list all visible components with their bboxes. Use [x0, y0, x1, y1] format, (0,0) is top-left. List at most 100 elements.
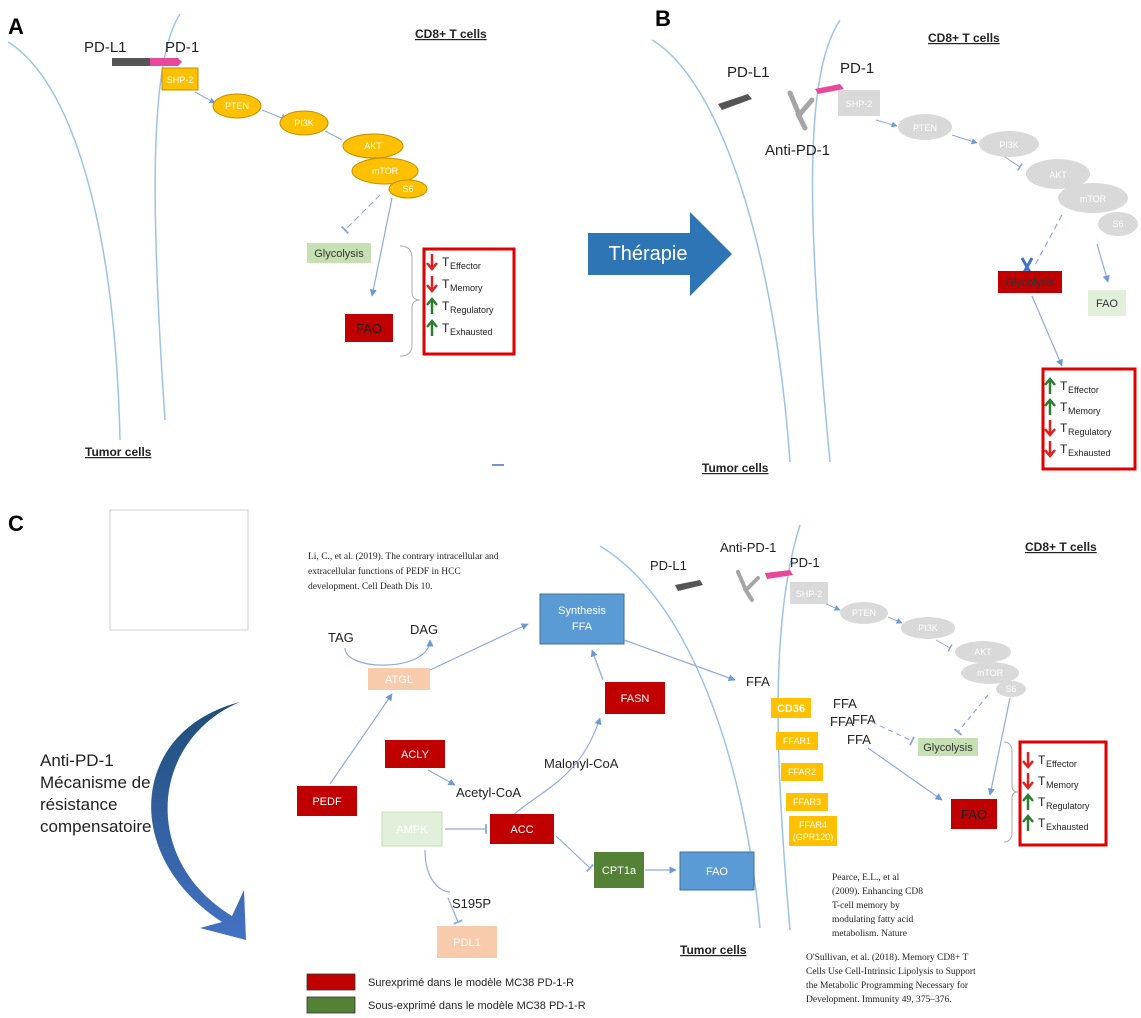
down-arrow-icon: [426, 254, 438, 271]
inhibition-pdl1: [447, 897, 463, 925]
node-akt-c: [955, 641, 1011, 663]
antibody-label-c: Anti-PD-1: [720, 540, 776, 555]
acc-box: [490, 814, 554, 844]
outcome-box-b: [1041, 367, 1137, 471]
fasn-box: [605, 682, 665, 714]
header-tumor-a: Tumor cells: [85, 445, 152, 459]
node-mtor-c-label: mTOR: [977, 668, 1004, 678]
arrow-atgl-synthesis: [429, 623, 529, 671]
up-arrow-icon: [426, 297, 438, 314]
arrow-synthesis-ffa: [623, 639, 736, 682]
arrow-to-fao: [369, 197, 393, 297]
up-arrow-icon: [1022, 814, 1034, 831]
node-s6-b-label: S6: [1112, 219, 1123, 229]
curved-arrow-icon: [151, 702, 246, 940]
outcome-subscript: Memory: [1068, 406, 1101, 416]
ffa-to-fao: [867, 747, 943, 801]
ffa-label-1: FFA: [833, 696, 857, 711]
panel-b: B CD8+ T cells Tumor cells PD-L1 PD-1 An…: [492, 6, 1138, 475]
ffar4-label: FFAR4: [799, 820, 827, 830]
ffar4-sub-label: (GPR120): [793, 832, 834, 842]
node-akt-b: [1026, 159, 1090, 189]
down-arrow-icon: [1022, 752, 1034, 769]
pedf-label: PEDF: [312, 796, 342, 808]
node-pi3k-c-label: PI3K: [918, 623, 938, 633]
outcome-t-label: T: [1038, 795, 1046, 809]
ffar2-box: [781, 763, 823, 781]
ref-osullivan-line3: the Metabolic Programming Necessary for: [806, 980, 969, 991]
pd1-label-a: PD-1: [165, 39, 199, 56]
tcell-membrane: [811, 19, 841, 463]
node-pi3k-b-label: PI3K: [999, 140, 1019, 150]
ref-pearce-line4: modulating fatty acid: [832, 914, 914, 925]
side-label-line3: résistance: [40, 795, 117, 814]
fasn-label: FASN: [621, 693, 650, 705]
node-s6-b: [1098, 212, 1138, 236]
ref-li-line2: extracellular functions of PEDF in HCC: [308, 566, 461, 577]
up-arrow-icon: [1044, 398, 1056, 415]
panel-letter-a: A: [8, 14, 24, 39]
node-pten-b: [898, 114, 952, 140]
pd1-receptor-icon: [815, 84, 844, 94]
down-arrow-icon: [1022, 773, 1034, 790]
ffar1-label: FFAR1: [783, 736, 811, 746]
outcome-subscript: Effector: [1046, 759, 1077, 769]
node-mtor-b-label: mTOR: [1080, 194, 1107, 204]
ref-li-line3: development. Cell Death Dis 10.: [308, 582, 433, 592]
side-label-line2: Mécanisme de: [40, 773, 151, 792]
pdl1-box-label: PDL1: [453, 937, 481, 949]
legend-label-under: Sous-exprimé dans le modèle MC38 PD-1-R: [368, 1000, 586, 1012]
inhibition: [261, 109, 285, 123]
cpt1a-label: CPT1a: [602, 865, 637, 877]
node-s6-a: [388, 179, 428, 199]
inhibition-acc-cpt1a: [555, 835, 594, 873]
ffar3-label: FFAR3: [793, 797, 821, 807]
header-cd8-c: CD8+ T cells: [1025, 540, 1097, 554]
header-cd8-b: CD8+ T cells: [928, 31, 1000, 45]
cd36-label: CD36: [777, 703, 805, 715]
antibody-icon-b: [787, 90, 815, 131]
glycolysis-label-c: Glycolysis: [923, 742, 973, 754]
arrow: [875, 119, 898, 128]
outcome-subscript: Regulatory: [450, 305, 494, 315]
dag-label: DAG: [410, 622, 438, 637]
ref-li-line1: Li, C., et al. (2019). The contrary intr…: [308, 551, 499, 562]
blank-frame: [109, 509, 249, 631]
node-shp2-a: [161, 67, 199, 91]
fao-label-c: FAO: [961, 807, 987, 822]
outcome-t-label: T: [1060, 400, 1068, 414]
arrow-to-outcomes: [1031, 295, 1063, 367]
legend-swatch-over: [306, 973, 356, 991]
up-arrow-icon: [1022, 793, 1034, 810]
pdl1-receptor-icon: [112, 58, 154, 66]
node-s6-a-label: S6: [402, 184, 413, 194]
malonyl-label: Malonyl-CoA: [544, 756, 619, 771]
acc-label: ACC: [510, 824, 533, 836]
inhibition: [935, 639, 953, 652]
node-pten-b-label: PTEN: [913, 123, 937, 133]
node-pten-c-label: PTEN: [852, 608, 876, 618]
down-arrow-icon: [426, 276, 438, 293]
outcome-subscript: Memory: [1046, 780, 1079, 790]
pdl1-receptor-icon: [718, 94, 752, 110]
fao-box-a: [345, 314, 393, 342]
outcome-t-label: T: [1060, 421, 1068, 435]
acetyl-label: Acetyl-CoA: [456, 785, 521, 800]
ampk-box: [381, 811, 443, 847]
arrow-fasn-synthesis: [590, 649, 604, 681]
legend-swatch-under: [306, 996, 356, 1014]
panel-letter-c: C: [8, 511, 24, 536]
brace: [1003, 741, 1019, 843]
atgl-box: [368, 668, 430, 690]
outcome-t-label: T: [1060, 442, 1068, 456]
outcome-t-label: T: [1038, 816, 1046, 830]
fao-box-b: [1088, 290, 1126, 316]
node-pi3k-b: [979, 131, 1039, 157]
ffa-label-2: FFA: [830, 714, 854, 729]
ffa-label-3: FFA: [852, 712, 876, 727]
arrow-pedf-atgl: [329, 693, 393, 785]
synthesis-label-line2: FFA: [572, 621, 593, 633]
fao-label-b: FAO: [1096, 298, 1118, 310]
outcome-t-label: T: [1038, 774, 1046, 788]
